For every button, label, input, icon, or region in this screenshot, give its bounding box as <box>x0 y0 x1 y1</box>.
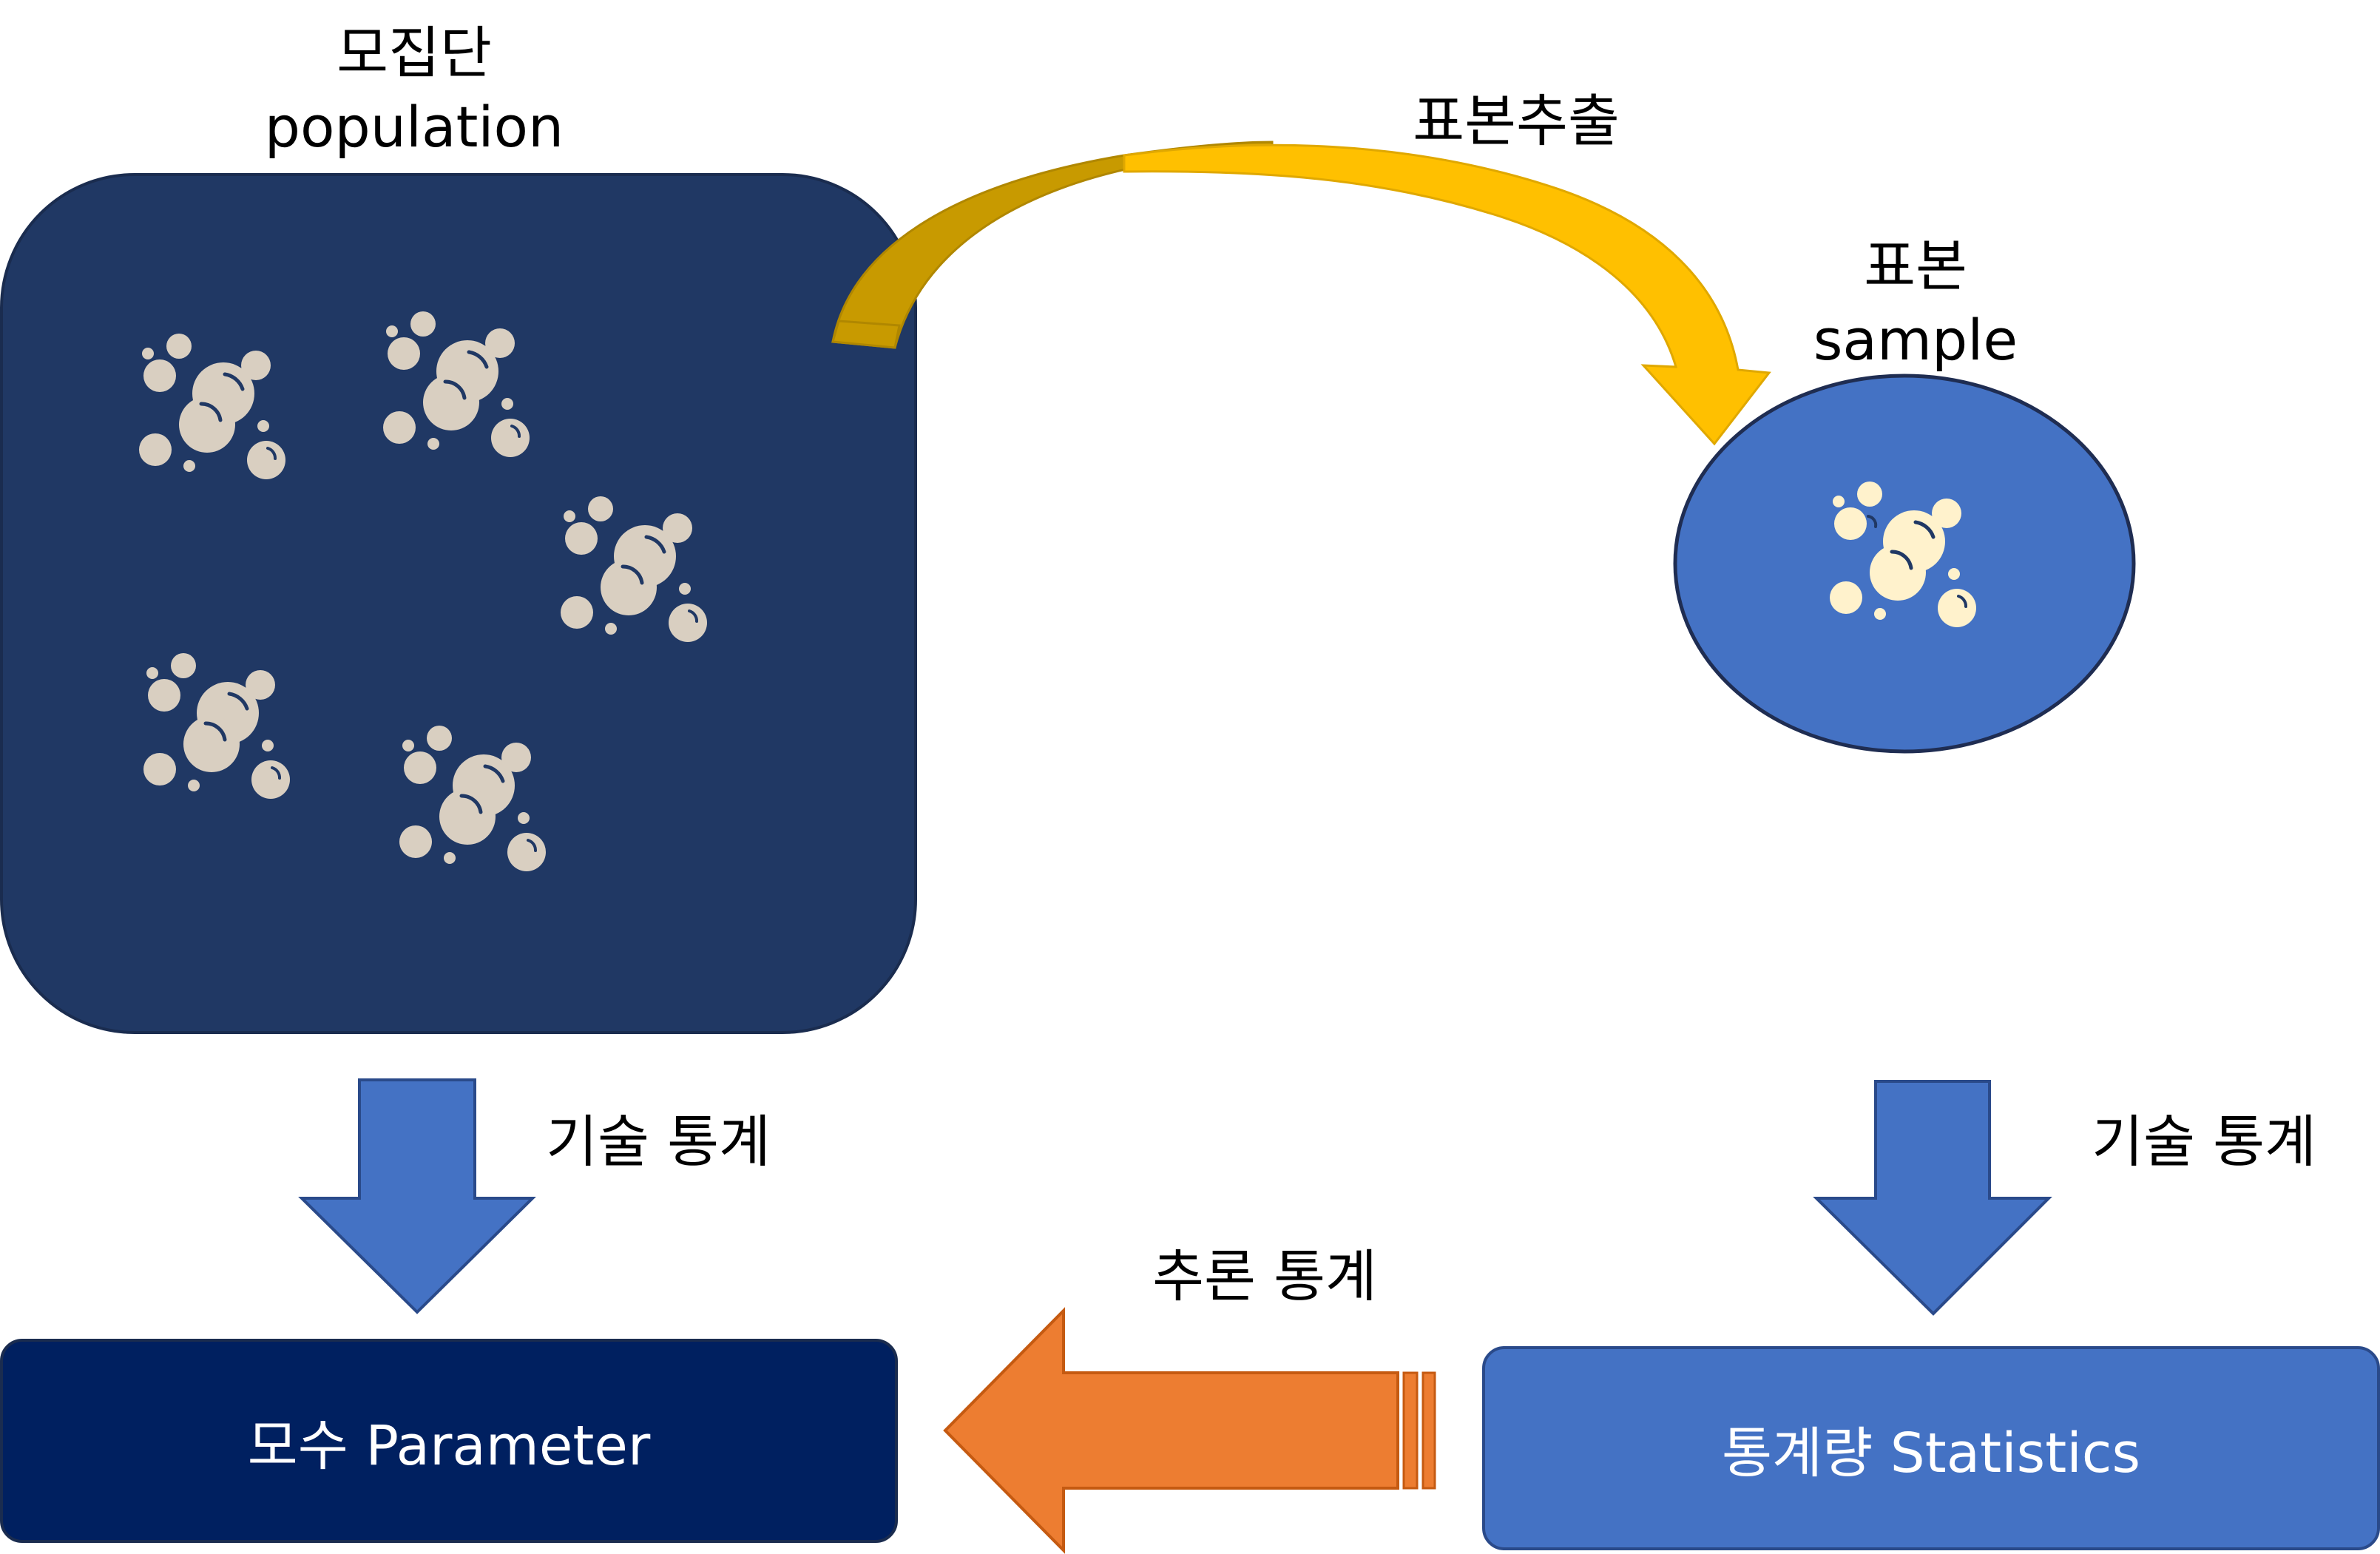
population-title-ko: 모집단 <box>337 20 492 86</box>
statistics-label: 통계량 Statistics <box>1721 1421 2141 1485</box>
population-box <box>0 173 917 1034</box>
sampling-label: 표본추출 <box>1413 88 1620 154</box>
population-title: 모집단 population <box>251 16 577 164</box>
descriptive-label-left: 기술 통계 <box>546 1109 771 1175</box>
sample-title: 표본 sample <box>1760 229 2071 377</box>
parameter-box <box>0 1339 898 1543</box>
sample-title-ko: 표본 <box>1864 233 1967 299</box>
population-title-en: population <box>264 94 564 160</box>
descriptive-label-right: 기술 통계 <box>2092 1109 2316 1175</box>
sample-title-en: sample <box>1813 307 2018 373</box>
sampling-curve-arrow <box>831 141 1771 446</box>
descriptive-arrow-left <box>298 1078 536 1314</box>
parameter-label: 모수 Parameter <box>247 1413 651 1478</box>
statistics-box <box>1482 1346 2380 1550</box>
inferential-label: 추론 통계 <box>1152 1243 1377 1309</box>
inference-arrow <box>943 1307 1436 1554</box>
descriptive-arrow-right <box>1813 1080 2052 1316</box>
